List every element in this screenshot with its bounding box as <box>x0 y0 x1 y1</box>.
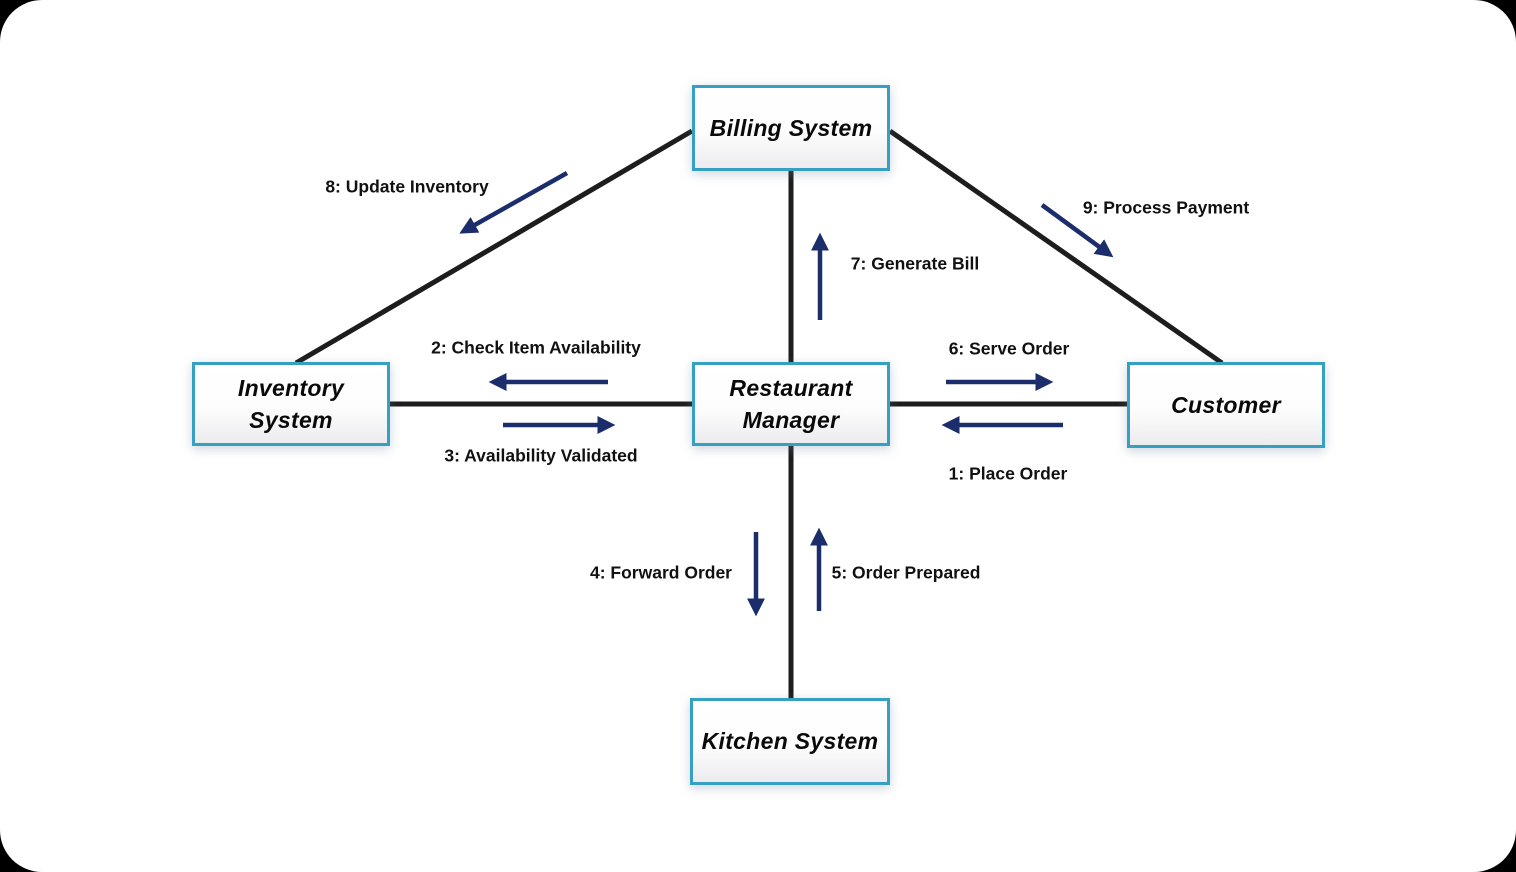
message-arrows <box>459 171 1114 617</box>
node-customer: Customer <box>1127 362 1325 448</box>
message-label-availability-validated: 3: Availability Validated <box>444 445 638 466</box>
message-label-update-inventory: 8: Update Inventory <box>325 176 489 197</box>
node-kitchen-system: Kitchen System <box>690 698 890 785</box>
message-label-process-payment: 9: Process Payment <box>1082 197 1250 218</box>
node-billing-system: Billing System <box>692 85 890 171</box>
message-label-serve-order: 6: Serve Order <box>948 338 1070 359</box>
arrow-update-inventory <box>459 171 569 234</box>
edge-billing-inventory <box>294 128 694 366</box>
connector-lines <box>294 128 1224 698</box>
node-restaurant-manager-label: Restaurant Manager <box>729 374 853 433</box>
node-kitchen-system-label: Kitchen System <box>701 728 879 755</box>
message-label-forward-order: 4: Forward Order <box>590 562 732 583</box>
node-billing-system-label: Billing System <box>709 114 873 141</box>
arrow-process-payment <box>1040 203 1114 258</box>
edge-billing-customer <box>888 128 1224 366</box>
message-label-place-order: 1: Place Order <box>948 463 1068 484</box>
node-inventory-system-label: Inventory System <box>237 374 345 433</box>
message-label-check-item-availability: 2: Check Item Availability <box>431 337 641 358</box>
message-label-generate-bill: 7: Generate Bill <box>850 253 980 274</box>
node-customer-label: Customer <box>1171 391 1281 418</box>
node-inventory-system: Inventory System <box>192 362 390 446</box>
node-restaurant-manager: Restaurant Manager <box>692 362 890 446</box>
message-label-order-prepared: 5: Order Prepared <box>831 562 981 583</box>
